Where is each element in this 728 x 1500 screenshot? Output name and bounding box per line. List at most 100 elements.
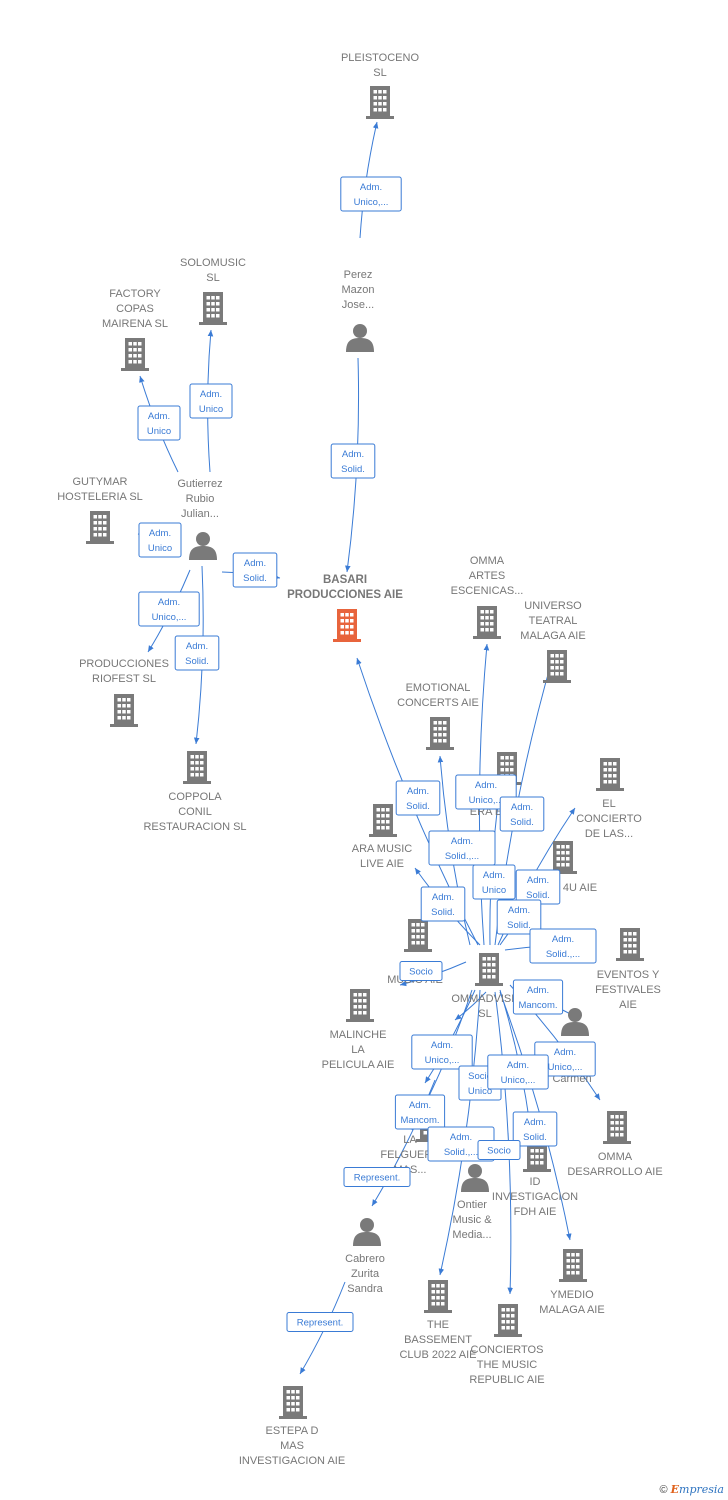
edge-label-13[interactable]: Adm.Unico — [472, 864, 516, 900]
edge-label-2[interactable]: Adm.Solid. — [330, 443, 376, 479]
edge-label-19[interactable]: Adm.Mancom. — [512, 979, 564, 1015]
edge-label-11[interactable]: Adm.Solid. — [499, 796, 545, 832]
building-icon-4u[interactable] — [549, 841, 577, 874]
edge-label-23[interactable]: Adm.Unico,... — [487, 1054, 549, 1090]
building-icon-malinche[interactable] — [346, 989, 374, 1022]
building-icon-factory[interactable] — [121, 338, 149, 371]
edge-label-18[interactable]: Socio — [399, 961, 443, 981]
edge-label-6[interactable]: Adm.Solid. — [232, 552, 278, 588]
building-icon-pleistoceno[interactable] — [366, 86, 394, 119]
person-icon-ontier[interactable] — [461, 1164, 489, 1192]
building-icon-solomusic[interactable] — [199, 292, 227, 325]
node-4u[interactable]: 4U AIE — [549, 841, 597, 894]
building-icon-universo[interactable] — [543, 650, 571, 683]
building-icon-riofest[interactable] — [110, 694, 138, 727]
building-icon-emotional[interactable] — [426, 717, 454, 750]
edge-label-15[interactable]: Adm.Solid. — [420, 886, 466, 922]
edge-label-12[interactable]: Adm.Solid.,... — [428, 830, 496, 866]
person-icon-gutierrez[interactable] — [189, 532, 217, 560]
building-icon-music_aie[interactable] — [404, 919, 432, 952]
node-label-4u[interactable]: 4U AIE — [563, 882, 597, 894]
building-icon-coppola[interactable] — [183, 751, 211, 784]
building-icon-basari[interactable] — [333, 609, 361, 642]
building-icon-eventos[interactable] — [616, 928, 644, 961]
edge-label-5[interactable]: Adm.Unico — [138, 522, 182, 558]
building-icon-omma_des[interactable] — [603, 1111, 631, 1144]
person-icon-perez[interactable] — [346, 324, 374, 352]
footer-brand[interactable]: ©Empresia — [660, 1483, 724, 1496]
edge-label-3[interactable]: Adm.Unico — [189, 383, 233, 419]
edge-label-21[interactable]: Adm.Unico,... — [411, 1034, 473, 1070]
edge-label-1[interactable]: Adm.Unico,... — [340, 176, 402, 212]
edge-label-7[interactable]: Adm.Unico,... — [138, 591, 200, 627]
building-icon-concierto[interactable] — [596, 758, 624, 791]
person-icon-person_carmen[interactable] — [561, 1008, 589, 1036]
building-icon-ara[interactable] — [369, 804, 397, 837]
building-icon-estepa[interactable] — [279, 1386, 307, 1419]
building-icon-conciertos[interactable] — [494, 1304, 522, 1337]
person-icon-cabrero[interactable] — [353, 1218, 381, 1246]
building-icon-bassement[interactable] — [424, 1280, 452, 1313]
building-icon-ymedio[interactable] — [559, 1249, 587, 1282]
edge-label-9[interactable]: Adm.Solid. — [395, 780, 441, 816]
edge-label-14[interactable]: Adm.Solid. — [515, 869, 561, 905]
edge-label-4[interactable]: Adm.Unico — [137, 405, 181, 441]
building-icon-ommadvise[interactable] — [475, 953, 503, 986]
edge-label-8[interactable]: Adm.Solid. — [174, 635, 220, 671]
edge-label-24[interactable]: Adm.Mancom. — [394, 1094, 446, 1130]
edge-label-28[interactable]: Represent. — [343, 1167, 411, 1187]
edge-label-25[interactable]: Adm.Solid. — [512, 1111, 558, 1147]
building-icon-omma_artes[interactable] — [473, 606, 501, 639]
edge-label-17[interactable]: Adm.Solid.,... — [529, 928, 597, 964]
edge-label-16[interactable]: Adm.Solid. — [496, 899, 542, 935]
edge-label-20[interactable]: Adm.Unico,... — [534, 1041, 596, 1077]
